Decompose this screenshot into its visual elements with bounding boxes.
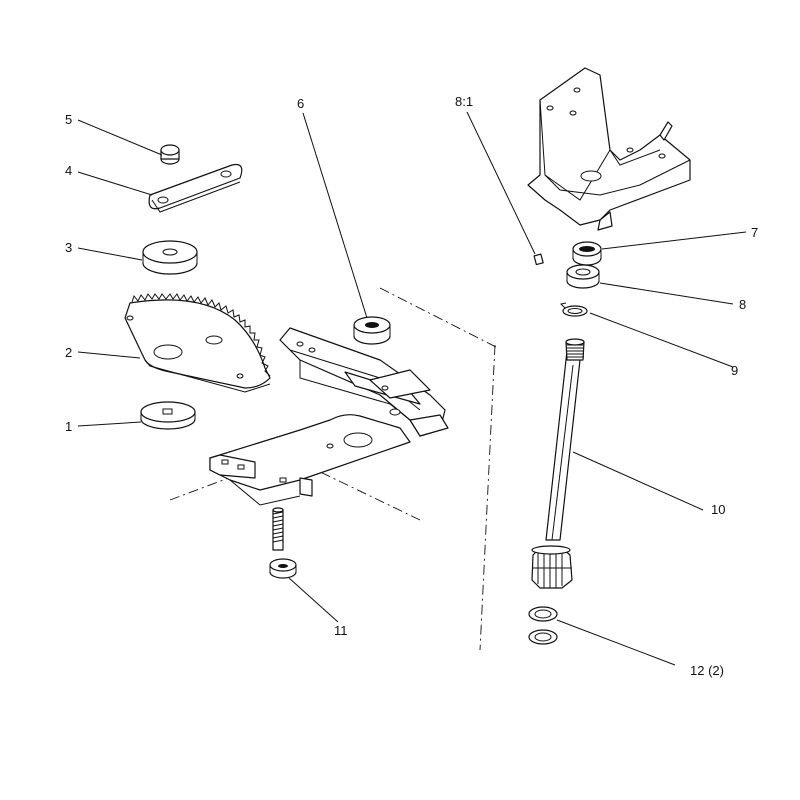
part-12-washers — [528, 606, 558, 645]
part-5-nut — [160, 144, 180, 165]
callout-11: 11 — [334, 623, 348, 638]
part-2-gear-sector — [124, 293, 271, 393]
callout-10: 10 — [711, 502, 725, 517]
callout-2: 2 — [65, 345, 72, 360]
part-3-spacer — [142, 240, 198, 275]
callout-8: 8 — [739, 297, 746, 312]
column-housing — [527, 67, 691, 231]
part-10-steering-shaft — [531, 338, 585, 589]
callout-7: 7 — [751, 225, 758, 240]
part-11-nut — [269, 558, 297, 579]
leader-lines — [77, 111, 747, 666]
callout-3: 3 — [65, 240, 72, 255]
part-8-1-grease-fitting — [533, 253, 544, 266]
part-8-bearing — [566, 264, 600, 289]
callout-5: 5 — [65, 112, 72, 127]
callout-9: 9 — [731, 363, 738, 378]
callout-12: 12 (2) — [690, 663, 724, 678]
callout-6: 6 — [297, 96, 304, 111]
callout-4: 4 — [65, 163, 72, 178]
part-6-bushing — [353, 316, 391, 345]
steering-bracket — [209, 327, 449, 506]
callout-labels: 1 2 3 4 5 6 7 8 8:1 9 10 11 12 (2) — [65, 94, 758, 678]
callout-8-1: 8:1 — [455, 94, 473, 109]
part-4-link-plate — [148, 163, 243, 213]
bolt — [272, 507, 284, 551]
part-1-washer — [140, 401, 196, 430]
callout-1: 1 — [65, 419, 72, 434]
part-9-retaining-ring — [559, 302, 588, 317]
part-7-bushing — [572, 241, 602, 266]
